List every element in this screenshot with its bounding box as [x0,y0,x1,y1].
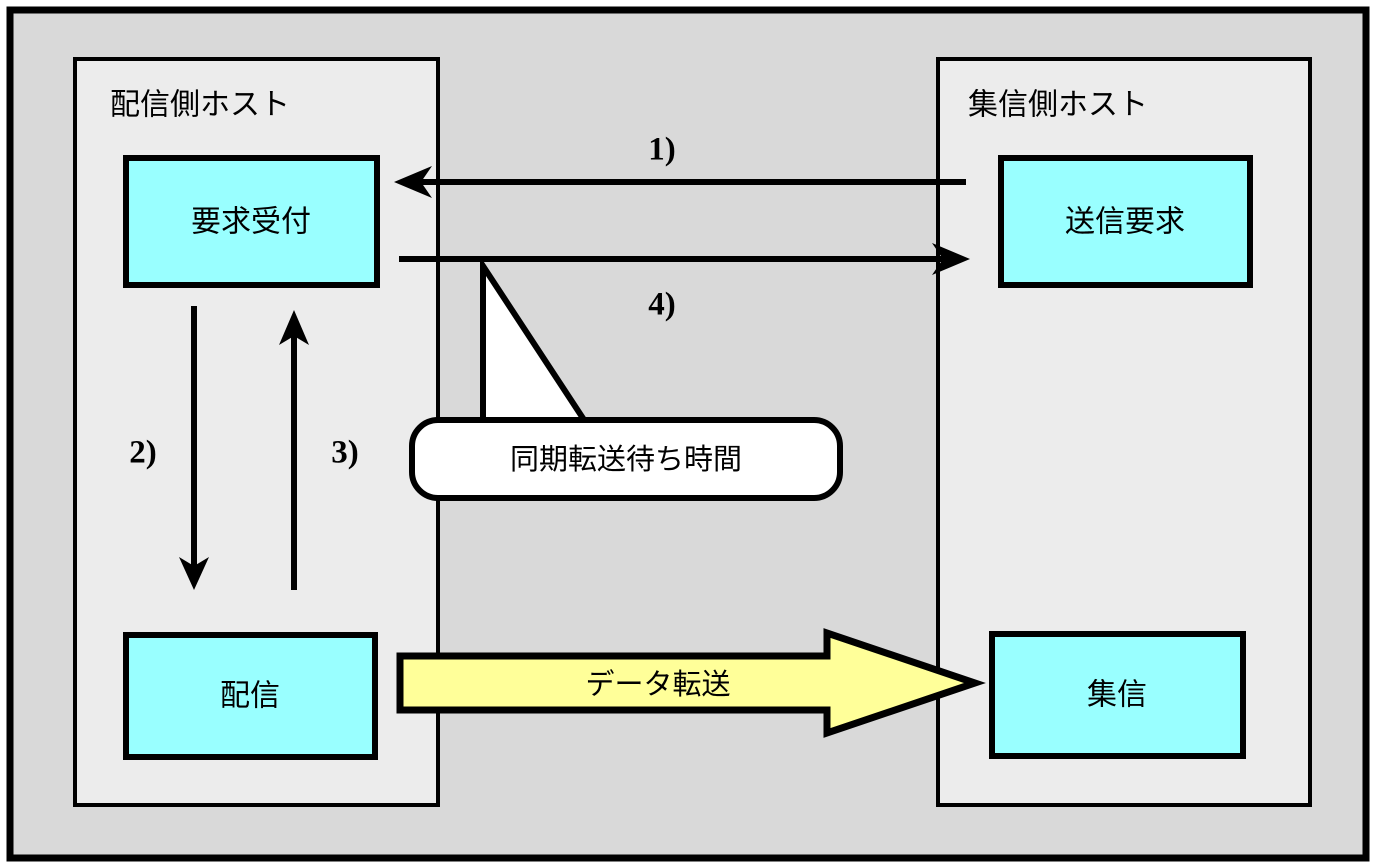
flow-4-label: 4) [648,287,676,323]
node-send-request-label: 送信要求 [1065,205,1185,240]
flow-3-label: 3) [331,435,359,471]
data-transfer-arrow[interactable]: データ転送 [396,628,986,738]
callout-bubble [409,417,843,501]
flow-3-arrow [279,310,309,590]
data-transfer-label: データ転送 [585,667,730,701]
flow-2-arrow [179,306,209,590]
sync-wait-callout[interactable]: 同期転送待ち時間 [409,255,843,501]
node-request-accept-label: 要求受付 [191,205,311,240]
flow-2-label: 2) [129,435,157,471]
node-distribute[interactable] [123,632,378,760]
node-distribute-label: 配信 [220,679,280,714]
receiver-host-title: 集信側ホスト [968,88,1148,123]
node-collect[interactable] [989,631,1246,759]
node-send-request[interactable] [998,155,1253,288]
flow-1-arrow [394,166,966,198]
flow-4-arrow [399,243,970,275]
flow-1-label: 1) [648,132,676,168]
callout-label: 同期転送待ち時間 [510,442,742,476]
node-request-accept[interactable] [123,155,380,288]
sender-host-title: 配信側ホスト [110,88,290,123]
data-transfer-arrow-shape [396,628,986,738]
node-collect-label: 集信 [1087,678,1147,713]
